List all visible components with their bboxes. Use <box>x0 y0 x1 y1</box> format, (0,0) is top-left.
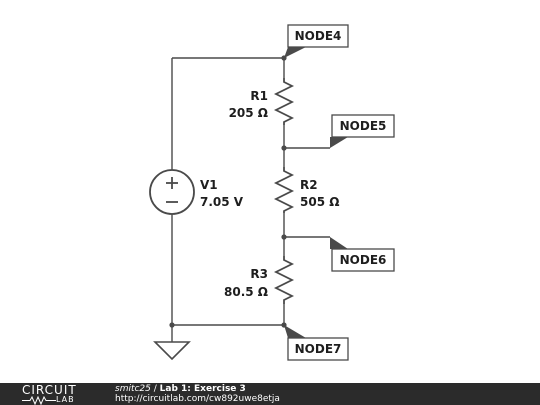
r2-value: 505 Ω <box>300 195 339 209</box>
r3-value: 80.5 Ω <box>224 285 268 299</box>
voltage-source-v1 <box>149 169 195 215</box>
junction-node5 <box>281 145 287 151</box>
junction-node6 <box>281 234 287 240</box>
junction-ground <box>169 322 175 328</box>
node-label-node6: NODE6 <box>330 237 395 272</box>
footer-bar: CIRCUIT LAB smitc25 / Lab 1: Exercise 3 … <box>0 383 540 405</box>
r3-name: R3 <box>250 267 268 281</box>
node-label-node4: NODE4 <box>284 24 349 58</box>
r1-name: R1 <box>250 89 268 103</box>
node4-text: NODE4 <box>295 29 342 43</box>
author-name: smitc25 <box>115 384 151 394</box>
v1-value: 7.05 V <box>200 195 244 209</box>
v1-name: V1 <box>200 178 218 192</box>
r1-value: 205 Ω <box>229 106 268 120</box>
resistor-r1 <box>273 78 295 125</box>
logo-text-top: CIRCUIT <box>22 383 77 397</box>
resistor-r3 <box>273 256 295 304</box>
ground-symbol <box>153 341 191 361</box>
circuit-schematic: R1 205 Ω R2 505 Ω R3 80.5 Ω V1 7.05 V NO… <box>149 24 395 361</box>
circuit-title: Lab 1: Exercise 3 <box>159 384 246 394</box>
logo-resistor-icon <box>22 396 56 405</box>
node5-text: NODE5 <box>340 119 387 133</box>
resistor-r2 <box>273 167 295 213</box>
credits-line-1: smitc25 / Lab 1: Exercise 3 <box>115 384 280 394</box>
node6-text: NODE6 <box>340 253 387 267</box>
circuitlab-logo: CIRCUIT LAB <box>22 383 92 405</box>
node7-text: NODE7 <box>295 342 342 356</box>
node-label-node5: NODE5 <box>330 114 395 148</box>
circuit-url[interactable]: http://circuitlab.com/cw892uwe8etja <box>115 394 280 404</box>
credits-separator: / <box>150 384 160 394</box>
node-label-node7: NODE7 <box>284 325 349 361</box>
credits: smitc25 / Lab 1: Exercise 3 http://circu… <box>115 384 280 404</box>
logo-text-bottom: LAB <box>56 395 75 404</box>
r2-name: R2 <box>300 178 318 192</box>
